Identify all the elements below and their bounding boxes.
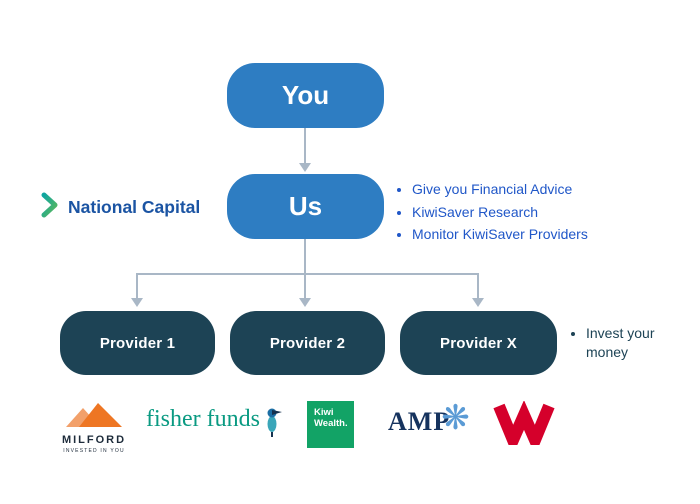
milford-tagline: INVESTED IN YOU: [63, 448, 125, 454]
arrowhead-p2-icon: [299, 298, 311, 307]
national-capital-chevron-icon: [40, 192, 62, 223]
us-service-item: Give you Financial Advice: [412, 178, 588, 201]
arrowhead-px-icon: [472, 298, 484, 307]
us-services-list: Give you Financial Advice KiwiSaver Rese…: [396, 178, 588, 246]
kingfisher-bird-icon: [264, 406, 282, 443]
westpac-logo: [492, 400, 556, 456]
amp-logo: AMP ❋: [388, 399, 470, 438]
connector-drop-p1-line: [136, 273, 138, 299]
connector-you-us-line: [304, 128, 306, 164]
westpac-w-icon: [492, 400, 556, 456]
kiwi-wealth-wordmark-line2: Wealth.: [314, 417, 348, 429]
milford-logo: MILFORD INVESTED IN YOU: [58, 401, 130, 454]
amp-wordmark: AMP: [388, 407, 451, 436]
node-us: Us: [227, 174, 384, 239]
milford-mountain-icon: [66, 403, 122, 431]
fisher-funds-logo: fisher funds: [146, 406, 282, 443]
arrowhead-p1-icon: [131, 298, 143, 307]
us-service-item: KiwiSaver Research: [412, 201, 588, 224]
national-capital-logo: National Capital: [40, 192, 200, 223]
provider-action-list: Invest your money: [572, 324, 676, 362]
node-provider-x: Provider X: [400, 311, 557, 375]
us-service-item: Monitor KiwiSaver Providers: [412, 223, 588, 246]
national-capital-wordmark: National Capital: [68, 197, 201, 217]
amp-snowflake-icon: ❋: [441, 399, 470, 437]
fisher-funds-wordmark: fisher funds: [146, 406, 260, 432]
node-provider-2: Provider 2: [230, 311, 385, 375]
connector-drop-p2-line: [304, 273, 306, 299]
milford-wordmark: MILFORD: [61, 434, 127, 446]
kiwi-wealth-wordmark-line1: Kiwi: [314, 407, 334, 418]
node-you: You: [227, 63, 384, 128]
connector-drop-px-line: [477, 273, 479, 299]
connector-us-stem-line: [304, 239, 306, 275]
node-provider-1: Provider 1: [60, 311, 215, 375]
connector-branch-line: [137, 273, 479, 275]
arrowhead-you-us-icon: [299, 163, 311, 172]
kiwi-wealth-logo: Kiwi Wealth.: [307, 401, 354, 448]
provider-action-item: Invest your money: [586, 324, 676, 362]
